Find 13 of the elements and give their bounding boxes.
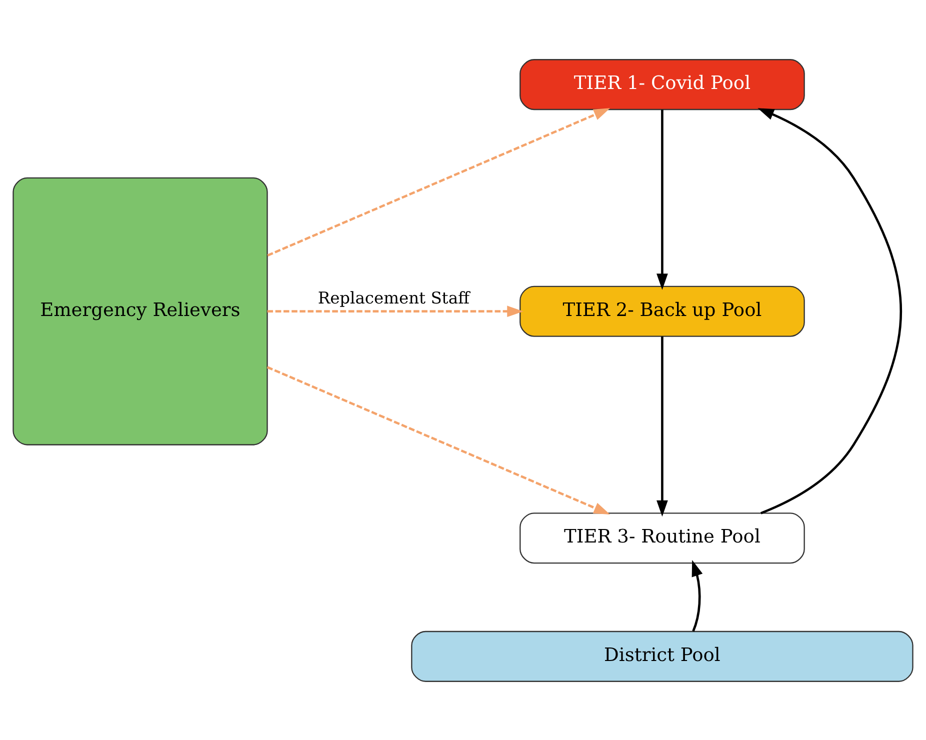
edge-label: Replacement Staff bbox=[318, 288, 470, 307]
arrow bbox=[266, 366, 610, 514]
arrow bbox=[267, 108, 610, 256]
arrow bbox=[656, 109, 668, 290]
node-box: TIER 3- Routine Pool bbox=[520, 512, 805, 564]
arrow bbox=[692, 559, 703, 632]
arrow bbox=[758, 108, 902, 514]
arrow bbox=[267, 305, 524, 317]
arrow bbox=[656, 336, 668, 516]
node-box: Emergency Relievers bbox=[12, 176, 268, 445]
node-box: TIER 1- Covid Pool bbox=[520, 58, 805, 110]
node-box: TIER 2- Back up Pool bbox=[520, 285, 805, 336]
node-box: District Pool bbox=[411, 630, 914, 682]
